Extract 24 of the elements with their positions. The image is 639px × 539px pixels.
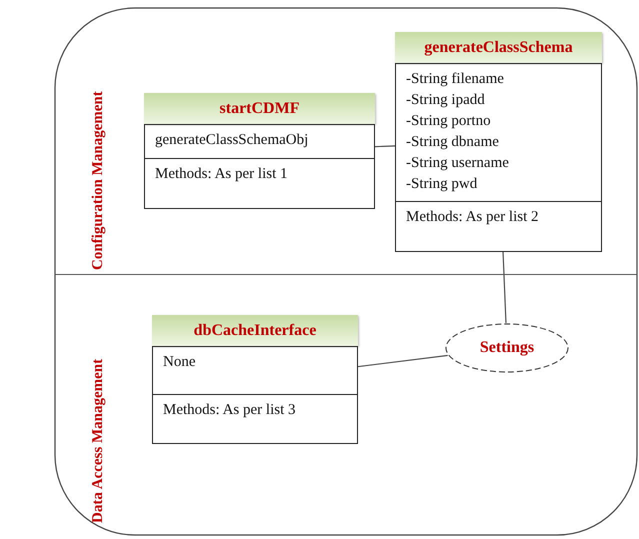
- class-name: generateClassSchema: [395, 32, 602, 63]
- class-name: dbCacheInterface: [152, 315, 358, 346]
- class-member: -String username: [406, 154, 510, 173]
- class-member: Methods: As per list 1: [155, 165, 289, 184]
- class-box: [395, 32, 602, 252]
- class-member: Methods: As per list 3: [163, 401, 297, 420]
- class-name: startCDMF: [144, 93, 375, 124]
- class-member: -String portno: [406, 112, 492, 131]
- lane-title: Data Access Management: [90, 358, 107, 523]
- class-member: None: [163, 353, 196, 372]
- connector-line: [358, 354, 448, 368]
- class-member: Methods: As per list 2: [406, 208, 540, 227]
- class-member: generateClassSchemaObj: [155, 131, 310, 150]
- class-box: [144, 93, 375, 209]
- class-member: -String pwd: [406, 175, 478, 194]
- ellipse-label: Settings: [478, 339, 536, 357]
- class-member: -String ipadd: [406, 91, 486, 110]
- connector-line: [502, 252, 507, 324]
- lane-title: Configuration Management: [90, 91, 107, 270]
- class-member: -String dbname: [406, 133, 500, 152]
- connector-line: [374, 145, 396, 148]
- class-box: [152, 315, 358, 444]
- class-member: -String filename: [406, 70, 505, 89]
- dashed-ellipse: [445, 323, 569, 373]
